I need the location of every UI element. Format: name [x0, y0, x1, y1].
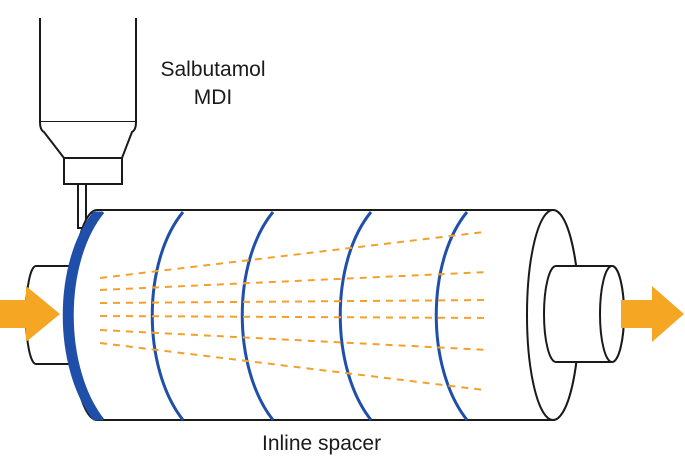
spacer-label: Inline spacer	[262, 432, 382, 455]
mdi-label-line1: Salbutamol	[160, 58, 266, 81]
mdi-canister	[39, 18, 137, 229]
arrow-right-icon	[0, 286, 60, 342]
mdi-label: Salbutamol MDI	[148, 56, 278, 112]
outlet-pipe	[543, 265, 625, 363]
spacer-rings	[62, 211, 469, 421]
mdi-label-line2: MDI	[193, 86, 233, 109]
arrow-right-icon	[621, 286, 684, 342]
aerosol-spray	[99, 231, 491, 391]
spacer-cylinder	[70, 209, 580, 421]
